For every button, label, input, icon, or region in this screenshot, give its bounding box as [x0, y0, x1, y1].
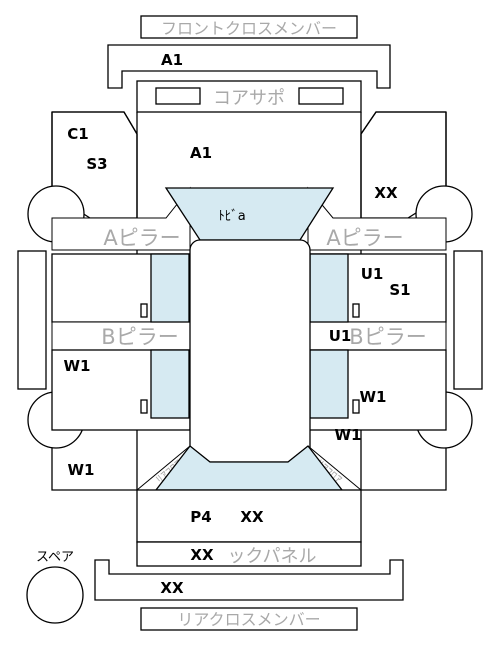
code-rear-cross: XX — [160, 579, 184, 597]
svg-text:ックパネル: ックパネル — [227, 546, 316, 567]
core-support[interactable]: コアサポ — [136, 80, 362, 113]
marker — [140, 399, 148, 414]
svg-text:Bピラー: Bピラー — [349, 325, 426, 349]
marker — [352, 303, 360, 318]
svg-text:スペア: スペア — [36, 550, 74, 565]
code-front-cross: A1 — [161, 51, 183, 69]
svg-text:Bピラー: Bピラー — [101, 325, 178, 349]
b-pillar-right[interactable]: Bピラー — [307, 321, 447, 351]
code-rear-right-2: W1 — [335, 426, 362, 444]
left-rocker-front[interactable] — [150, 253, 190, 323]
right-rocker-front[interactable] — [309, 253, 349, 323]
svg-text:Aピラー: Aピラー — [103, 226, 180, 250]
back-panel[interactable]: ックパネル — [136, 541, 362, 567]
rear-cross-member-label: リアクロスメンバー — [140, 607, 358, 631]
trunk-floor[interactable] — [136, 489, 362, 543]
code-front-left-1: C1 — [67, 125, 88, 143]
svg-text:ﾄﾋﾞa: ﾄﾋﾞa — [218, 209, 245, 224]
code-trunk-2: XX — [240, 508, 264, 526]
cabin-floor — [189, 239, 311, 463]
code-mid-right-1: U1 — [361, 265, 384, 283]
code-rear-left: W1 — [68, 461, 95, 479]
right-rocker-rear[interactable] — [309, 349, 349, 419]
code-front-center: A1 — [190, 144, 212, 162]
code-mid-right-2: S1 — [389, 281, 410, 299]
front-cross-member-label: フロントクロスメンバー — [140, 15, 358, 39]
code-front-right: XX — [374, 184, 398, 202]
svg-text:コアサポ: コアサポ — [213, 88, 285, 109]
code-rear-right-1: W1 — [360, 388, 387, 406]
left-side-sill[interactable] — [17, 250, 47, 390]
left-rocker-rear[interactable] — [150, 349, 190, 419]
code-mid-left: W1 — [64, 357, 91, 375]
marker — [352, 399, 360, 414]
rear-cross-member[interactable] — [94, 559, 404, 601]
a-pillar-left[interactable]: Aピラー — [51, 186, 191, 251]
code-b-pillar-right: U1 — [329, 327, 352, 345]
code-trunk-1: P4 — [190, 508, 211, 526]
spare-tire[interactable]: スペア — [26, 550, 84, 624]
svg-text:フロントクロスメンバー: フロントクロスメンバー — [161, 19, 337, 38]
b-pillar-left[interactable]: Bピラー — [51, 321, 191, 351]
right-side-sill[interactable] — [453, 250, 483, 390]
svg-text:Aピラー: Aピラー — [326, 226, 403, 250]
code-back-panel: XX — [190, 546, 214, 564]
svg-text:リアクロスメンバー: リアクロスメンバー — [177, 610, 320, 629]
marker — [140, 303, 148, 318]
a-pillar-right[interactable]: Aピラー — [307, 186, 447, 251]
code-front-left-2: S3 — [86, 155, 107, 173]
front-cross-member[interactable] — [107, 44, 391, 89]
